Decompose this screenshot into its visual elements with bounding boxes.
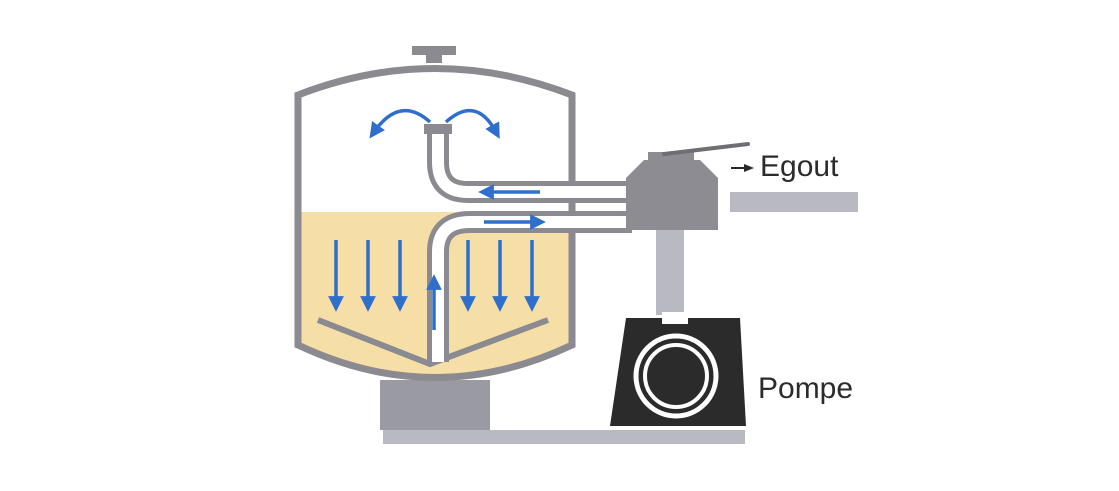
diffuser-left-arrow bbox=[369, 108, 432, 139]
multiport-valve bbox=[626, 142, 750, 230]
pump-motor-ring bbox=[633, 333, 719, 419]
drain-outlet-pipe bbox=[730, 192, 858, 212]
diffuser-right-arrow bbox=[444, 108, 500, 139]
collector-plate bbox=[316, 317, 550, 368]
diffuser-head bbox=[424, 124, 452, 134]
inlet-pipe bbox=[424, 124, 632, 203]
tank-cap-stem bbox=[426, 55, 442, 63]
ground-base bbox=[383, 430, 745, 444]
outlet-pipe bbox=[427, 211, 632, 362]
drain-label: Egout bbox=[760, 150, 839, 183]
tank-outline bbox=[294, 65, 576, 381]
tank-pedestal bbox=[380, 380, 490, 430]
tank-cap bbox=[412, 46, 456, 55]
flow-arrows bbox=[328, 108, 546, 330]
pump bbox=[610, 312, 746, 426]
valve-handle bbox=[662, 142, 750, 156]
pump-label: Pompe bbox=[758, 372, 853, 405]
